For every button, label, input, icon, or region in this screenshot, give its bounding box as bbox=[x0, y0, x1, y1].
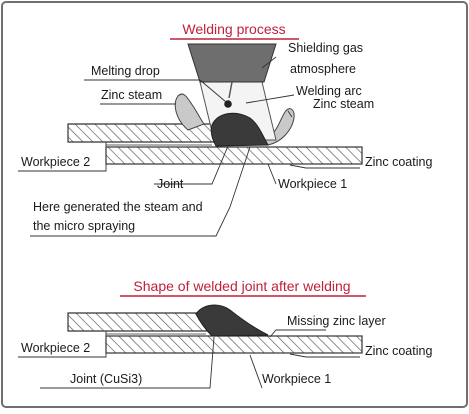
welding-process-section: Welding process bbox=[18, 21, 432, 237]
workpiece-1-plate-bottom bbox=[105, 335, 363, 354]
welded-joint-section: Shape of welded joint after welding Miss… bbox=[18, 278, 432, 389]
welded-joint-title: Shape of welded joint after welding bbox=[133, 278, 350, 294]
leader-zinc-coating bbox=[289, 164, 360, 169]
top-leader-lines bbox=[18, 56, 360, 237]
zinc-steam-left bbox=[174, 93, 205, 131]
label-joint-bottom: Joint (CuSi3) bbox=[70, 372, 142, 386]
weld-bead bbox=[195, 304, 269, 337]
label-shielding-gas: Shielding gas bbox=[288, 41, 363, 55]
label-steam-note-line2: the micro spraying bbox=[33, 219, 135, 233]
bottom-leader-lines bbox=[18, 329, 360, 389]
melting-drop bbox=[224, 100, 232, 108]
leader-joint-top bbox=[154, 145, 229, 185]
label-steam-note-line1: Here generated the steam and bbox=[33, 200, 203, 214]
label-zinc-steam-right: Zinc steam bbox=[313, 97, 374, 111]
leader-workpiece-1-bottom bbox=[249, 354, 263, 389]
label-zinc-steam-left: Zinc steam bbox=[101, 88, 162, 102]
workpiece-2-plate-bottom bbox=[67, 312, 211, 332]
torch-nozzle bbox=[187, 43, 277, 83]
label-zinc-coating-top: Zinc coating bbox=[365, 155, 432, 169]
label-workpiece-2-top: Workpiece 2 bbox=[21, 155, 90, 169]
leader-steam-note bbox=[30, 146, 251, 237]
label-zinc-coating-bottom: Zinc coating bbox=[365, 344, 432, 358]
leader-shielding-gas bbox=[261, 56, 277, 69]
electrode-wire bbox=[228, 81, 233, 99]
label-workpiece-1-bottom: Workpiece 1 bbox=[262, 372, 331, 386]
label-melting-drop: Melting drop bbox=[91, 64, 160, 78]
leader-zinc-coating-bottom bbox=[289, 353, 360, 358]
leader-workpiece-1-top bbox=[267, 163, 277, 185]
weld-pool bbox=[210, 112, 269, 147]
leader-workpiece-2 bbox=[18, 142, 107, 172]
leader-welding-arc bbox=[245, 94, 295, 104]
label-workpiece-2-bottom: Workpiece 2 bbox=[21, 341, 90, 355]
leader-zinc-steam-right bbox=[287, 110, 293, 118]
leader-workpiece-2-bottom bbox=[18, 331, 107, 358]
label-welding-arc: Welding arc bbox=[296, 84, 362, 98]
leader-missing-zinc bbox=[269, 329, 326, 338]
outer-frame bbox=[1, 1, 468, 408]
label-missing-zinc-layer: Missing zinc layer bbox=[287, 314, 386, 328]
label-atmosphere: atmosphere bbox=[290, 62, 356, 76]
leader-joint-bottom bbox=[40, 336, 215, 389]
label-joint-top: Joint bbox=[157, 177, 184, 191]
workpiece-1-plate bbox=[105, 146, 363, 165]
welding-process-title: Welding process bbox=[182, 21, 285, 37]
label-workpiece-1-top: Workpiece 1 bbox=[278, 177, 347, 191]
leader-melting-drop bbox=[84, 79, 227, 103]
